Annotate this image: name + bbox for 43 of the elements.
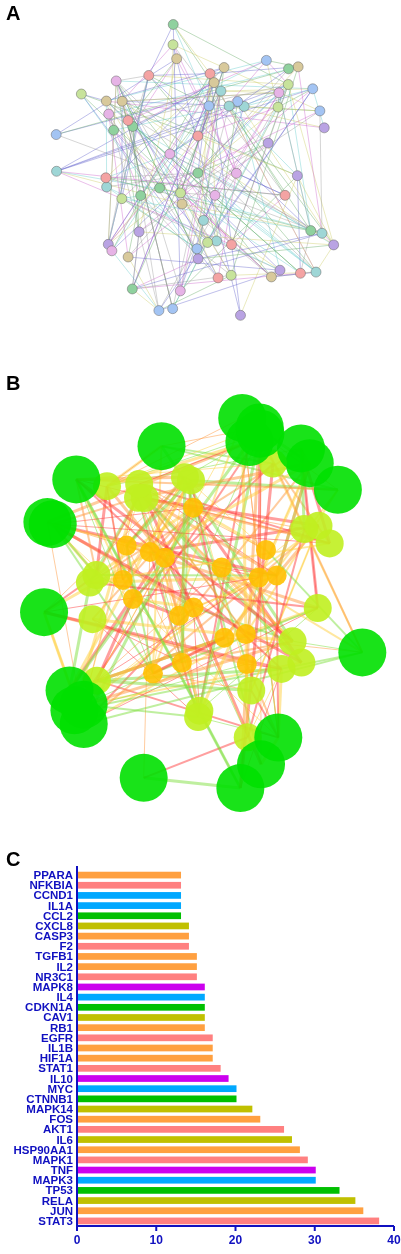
tick-label: 30	[308, 1233, 322, 1247]
category-label: MAPK14	[26, 1103, 73, 1116]
category-label: CCL2	[42, 909, 73, 922]
category-label: HIF1A	[39, 1052, 73, 1065]
category-label: AKT1	[42, 1123, 73, 1136]
category-label: IL4	[56, 991, 73, 1004]
category-label: STAT1	[38, 1062, 73, 1075]
category-label: NFKBIA	[29, 879, 73, 892]
category-label: CDKN1A	[25, 1001, 73, 1014]
category-label: MAPK8	[32, 980, 73, 993]
category-label: TNF	[50, 1164, 73, 1177]
tick-label: 20	[228, 1233, 243, 1247]
category-label: TGFB1	[35, 950, 73, 963]
category-label: MAPK1	[32, 1153, 73, 1166]
panel-letter: C	[6, 848, 21, 871]
category-label: CTNNB1	[26, 1092, 73, 1105]
category-label: IL6	[56, 1133, 73, 1146]
category-label: FOS	[49, 1113, 73, 1126]
category-label: NR3C1	[35, 970, 73, 983]
category-label: RB1	[50, 1021, 73, 1034]
category-label: F2	[59, 940, 73, 953]
category-label: CCND1	[33, 889, 73, 902]
tick-label: 40	[387, 1233, 401, 1247]
category-label: CAV1	[43, 1011, 73, 1024]
category-label: MAPK3	[32, 1174, 73, 1187]
category-label: HSP90AA1	[13, 1143, 73, 1156]
category-label: CASP3	[34, 930, 73, 943]
panel-letter: A	[6, 2, 21, 25]
tick-label: 0	[73, 1233, 81, 1247]
category-label: MYC	[47, 1082, 73, 1095]
tick-label: 10	[149, 1233, 163, 1247]
category-label: RELA	[41, 1194, 73, 1207]
category-label: CXCL8	[35, 919, 73, 932]
panel-letter: B	[6, 372, 21, 395]
category-label: JUN	[50, 1204, 73, 1217]
category-label: EGFR	[41, 1031, 73, 1044]
category-label: IL10	[50, 1072, 73, 1085]
category-label: IL2	[56, 960, 73, 973]
category-label: IL1A	[48, 899, 73, 912]
category-label: IL1B	[48, 1042, 73, 1054]
category-label: PPARA	[33, 869, 73, 882]
category-label: TP53	[45, 1184, 73, 1197]
category-label: STAT3	[38, 1214, 73, 1227]
